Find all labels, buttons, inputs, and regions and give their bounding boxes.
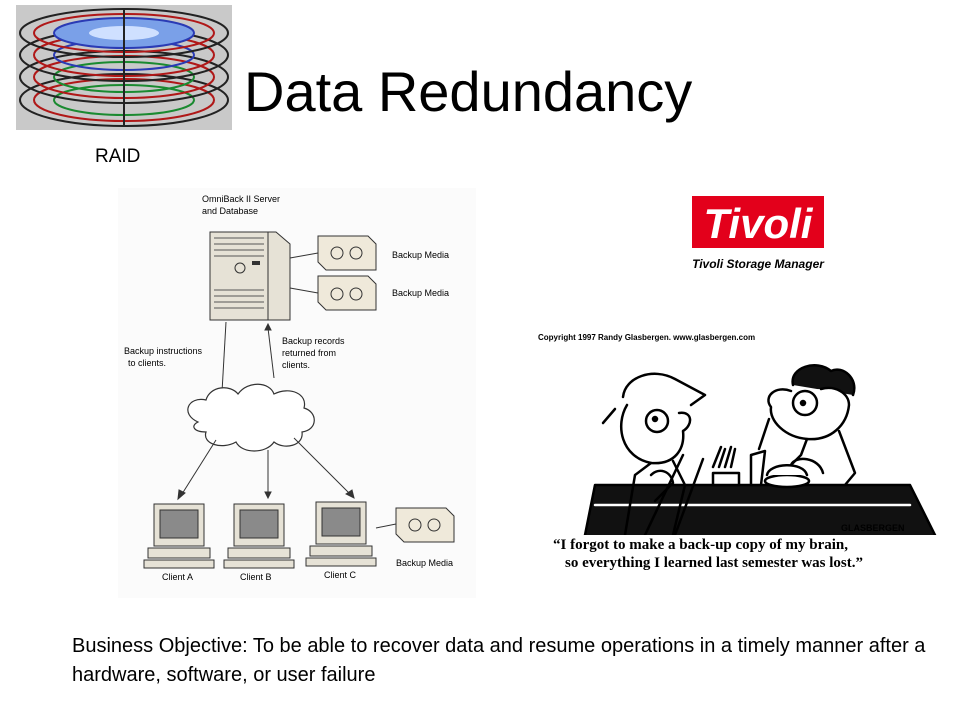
server-label-line1: OmniBack II Server — [202, 194, 280, 204]
cartoon-illustration: GLASBERGEN — [583, 364, 937, 535]
server-label-line2: and Database — [202, 206, 258, 216]
cartoon-signature: GLASBERGEN — [841, 523, 905, 533]
cartoon-caption-line2: so everything I learned last semester wa… — [565, 555, 864, 571]
cartoon-caption-line1: “I forgot to make a back-up copy of my b… — [553, 537, 848, 553]
cartoon-copyright: Copyright 1997 Randy Glasbergen. www.gla… — [538, 333, 756, 342]
computer-icon-c — [305, 501, 377, 567]
computer-icon-a — [143, 503, 215, 569]
client-b-label: Client B — [240, 572, 272, 582]
tivoli-logo: Tivoli Tivoli Storage Manager — [692, 196, 825, 271]
records-label-line1: Backup records — [282, 336, 345, 346]
business-objective-text: Business Objective: To be able to recove… — [72, 635, 926, 686]
slide-title: Data Redundancy — [244, 60, 693, 123]
tivoli-logo-text: Tivoli — [704, 200, 814, 247]
client-c-label: Client C — [324, 570, 357, 580]
cartoon-caption: “I forgot to make a back-up copy of my b… — [553, 536, 933, 572]
tivoli-product-name: Tivoli Storage Manager — [692, 257, 825, 271]
backup-media-label-2: Backup Media — [392, 288, 449, 298]
computer-icon-b — [223, 503, 295, 569]
backup-architecture-diagram: OmniBack II Server and Database Backup M… — [118, 188, 476, 598]
slide-subtitle: RAID — [95, 146, 141, 167]
backup-media-icon-1 — [317, 235, 377, 271]
backup-media-icon-3 — [395, 507, 455, 543]
disk-stack-logo — [16, 5, 232, 130]
backup-media-label-3: Backup Media — [396, 558, 453, 568]
instructions-label-line1: Backup instructions — [124, 346, 203, 356]
backup-media-icon-2 — [317, 275, 377, 311]
client-a-label: Client A — [162, 572, 193, 582]
records-label-line3: clients. — [282, 360, 310, 370]
backup-media-label-1: Backup Media — [392, 250, 449, 260]
server-icon — [209, 231, 291, 321]
network-cloud-icon — [187, 383, 315, 452]
records-label-line2: returned from — [282, 348, 336, 358]
instructions-label-line2: to clients. — [128, 358, 166, 368]
